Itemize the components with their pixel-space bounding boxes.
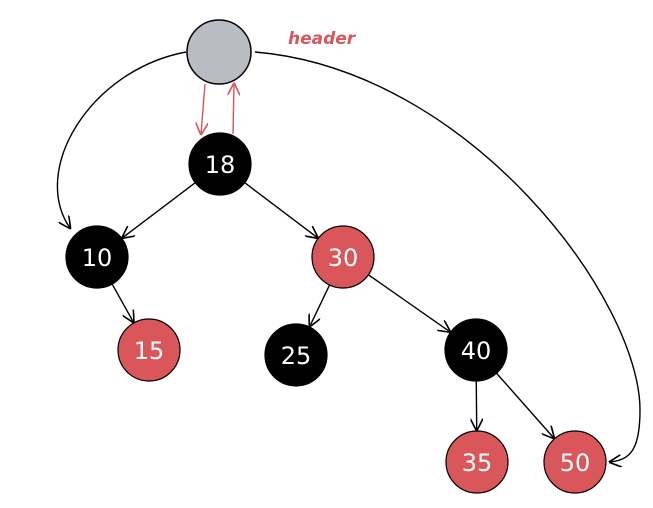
- root-to-header-link: [233, 84, 234, 135]
- node-label: 50: [560, 449, 591, 477]
- node-18: 18: [188, 132, 252, 196]
- edge-n18-n30: [244, 182, 318, 238]
- edge-n30-n25: [310, 284, 331, 326]
- header-rightmost-link: [254, 51, 641, 462]
- edge-n18-n10: [123, 182, 196, 238]
- tree-edges: [111, 182, 554, 438]
- node-circle: [188, 132, 252, 196]
- node-25: 25: [264, 323, 328, 387]
- node-circle: [444, 318, 508, 382]
- node-35: 35: [445, 430, 509, 494]
- node-label: 30: [328, 244, 359, 272]
- node-10: 10: [65, 225, 129, 289]
- node-label: 15: [134, 337, 165, 365]
- node-label: 25: [281, 342, 312, 370]
- edge-n30-n40: [368, 274, 449, 332]
- node-50: 50: [543, 430, 607, 494]
- tree-nodes: 18 10 30 15 25 40 35 50: [65, 132, 607, 494]
- node-circle: [65, 225, 129, 289]
- node-label: 40: [461, 337, 492, 365]
- node-circle: [264, 323, 328, 387]
- header-label: header: [288, 29, 357, 49]
- edge-n10-n15: [111, 283, 133, 322]
- node-40: 40: [444, 318, 508, 382]
- node-circle: [311, 225, 375, 289]
- node-30: 30: [311, 225, 375, 289]
- edge-n40-n50: [496, 372, 554, 438]
- node-circle: [117, 318, 181, 382]
- node-label: 18: [205, 151, 236, 179]
- header-node: [186, 19, 252, 85]
- node-label: 35: [462, 449, 493, 477]
- header-to-root-link: [201, 83, 205, 134]
- node-circle: [543, 430, 607, 494]
- node-label: 10: [82, 244, 113, 272]
- header-leftmost-link: [56, 51, 187, 228]
- node-15: 15: [117, 318, 181, 382]
- node-circle: [445, 430, 509, 494]
